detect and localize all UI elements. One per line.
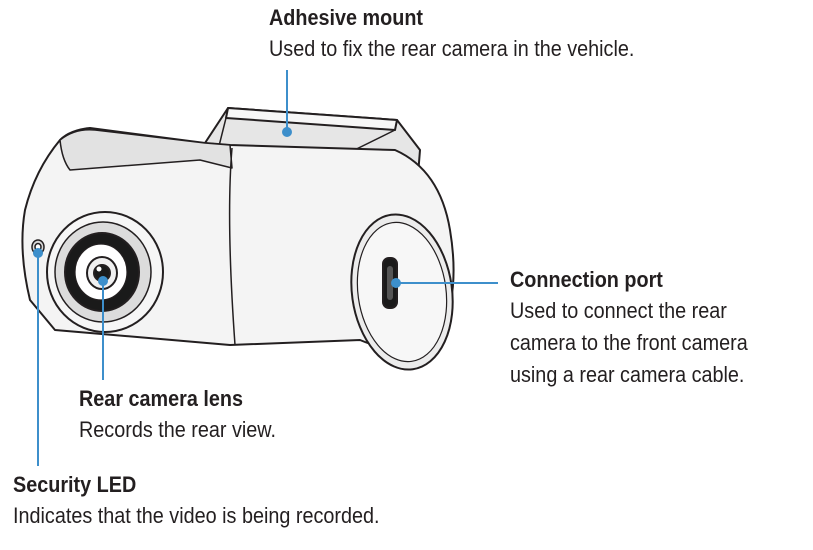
connection-port-desc-line-3: using a rear camera cable. (510, 362, 745, 387)
callout-adhesive-mount: Adhesive mount Used to fix the rear came… (269, 3, 675, 65)
security-led-desc: Indicates that the video is being record… (13, 503, 380, 528)
connection-port-desc-line-2: camera to the front camera (510, 330, 748, 355)
rear-camera-lens-title: Rear camera lens (79, 386, 244, 411)
security-led-title: Security LED (13, 472, 137, 497)
rear-camera-lens-desc: Records the rear view. (79, 417, 276, 442)
callout-connection-port: Connection port Used to connect the rear… (510, 265, 774, 391)
rear-camera-lens (46, 211, 164, 333)
callout-security-led: Security LED Indicates that the video is… (13, 470, 420, 532)
connection-port-title: Connection port (510, 267, 663, 292)
leader-lines (33, 70, 498, 466)
adhesive-mount-title: Adhesive mount (269, 5, 424, 30)
adhesive-mount-desc: Used to fix the rear camera in the vehic… (269, 36, 635, 61)
callout-rear-camera-lens: Rear camera lens Records the rear view. (79, 384, 298, 446)
connection-port-desc-line-1: Used to connect the rear (510, 298, 727, 323)
